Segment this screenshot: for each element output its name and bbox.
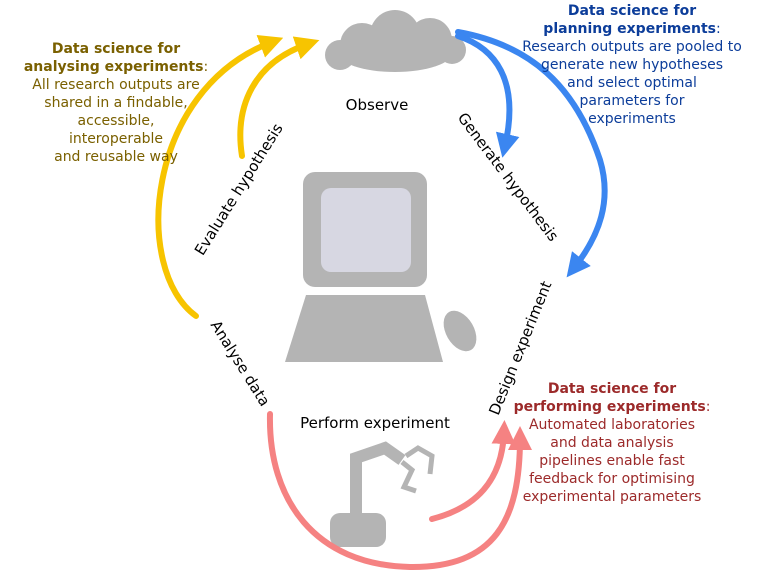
- note-performing-line: feedback for optimising: [529, 471, 695, 487]
- note-planning: Data science for planning experiments: R…: [508, 2, 756, 128]
- inner-blue-arrow: [455, 33, 520, 158]
- note-performing: Data science for performing experiments:…: [496, 380, 728, 506]
- outer-pink-arrow: [266, 411, 532, 571]
- note-planning-line: generate new hypotheses: [540, 57, 724, 73]
- note-performing-line: and data analysis: [550, 435, 674, 451]
- note-performing-line: experimental parameters: [522, 489, 702, 505]
- outer-yellow-arrow: [155, 35, 284, 319]
- note-planning-line: parameters for: [579, 93, 685, 109]
- note-performing-heading-2: performing experiments: [513, 399, 706, 415]
- analysing-arrows: [155, 35, 320, 319]
- note-performing-colon: :: [705, 399, 711, 415]
- inner-pink-arrow: [429, 420, 516, 522]
- outer-blue-arrow: [455, 29, 608, 278]
- note-planning-heading-2: planning experiments: [543, 21, 716, 37]
- performing-arrows: [266, 411, 532, 571]
- note-analysing-heading-2: analysing experiments: [23, 59, 204, 75]
- note-planning-line: and select optimal: [567, 75, 697, 91]
- note-analysing-line: All research outputs are: [32, 77, 200, 93]
- note-analysing-line: accessible,: [77, 113, 155, 129]
- step-analyse-data: Analyse data: [207, 317, 274, 409]
- planning-arrows: [455, 29, 608, 278]
- note-planning-line: Research outputs are pooled to: [522, 39, 742, 55]
- note-planning-heading-1: Data science for: [567, 3, 697, 19]
- cloud-icon: [325, 10, 466, 72]
- note-performing-line: pipelines enable fast: [539, 453, 685, 469]
- robot-arm-icon: [330, 441, 435, 547]
- step-observe: Observe: [346, 96, 409, 114]
- note-analysing-line: shared in a findable,: [44, 95, 188, 111]
- step-perform-experiment: Perform experiment: [300, 414, 450, 432]
- note-analysing-heading-1: Data science for: [51, 41, 181, 57]
- note-planning-colon: :: [715, 21, 721, 37]
- note-analysing-line: interoperable: [68, 131, 164, 147]
- inner-yellow-arrow: [237, 36, 320, 159]
- note-performing-line: Automated laboratories: [528, 417, 696, 433]
- note-planning-line: experiments: [588, 111, 676, 127]
- computer-icon: [285, 172, 477, 362]
- note-analysing: Data science for analysing experiments: …: [4, 40, 228, 166]
- note-analysing-line: and reusable way: [54, 149, 178, 165]
- note-performing-heading-1: Data science for: [547, 381, 677, 397]
- note-analysing-colon: :: [203, 59, 209, 75]
